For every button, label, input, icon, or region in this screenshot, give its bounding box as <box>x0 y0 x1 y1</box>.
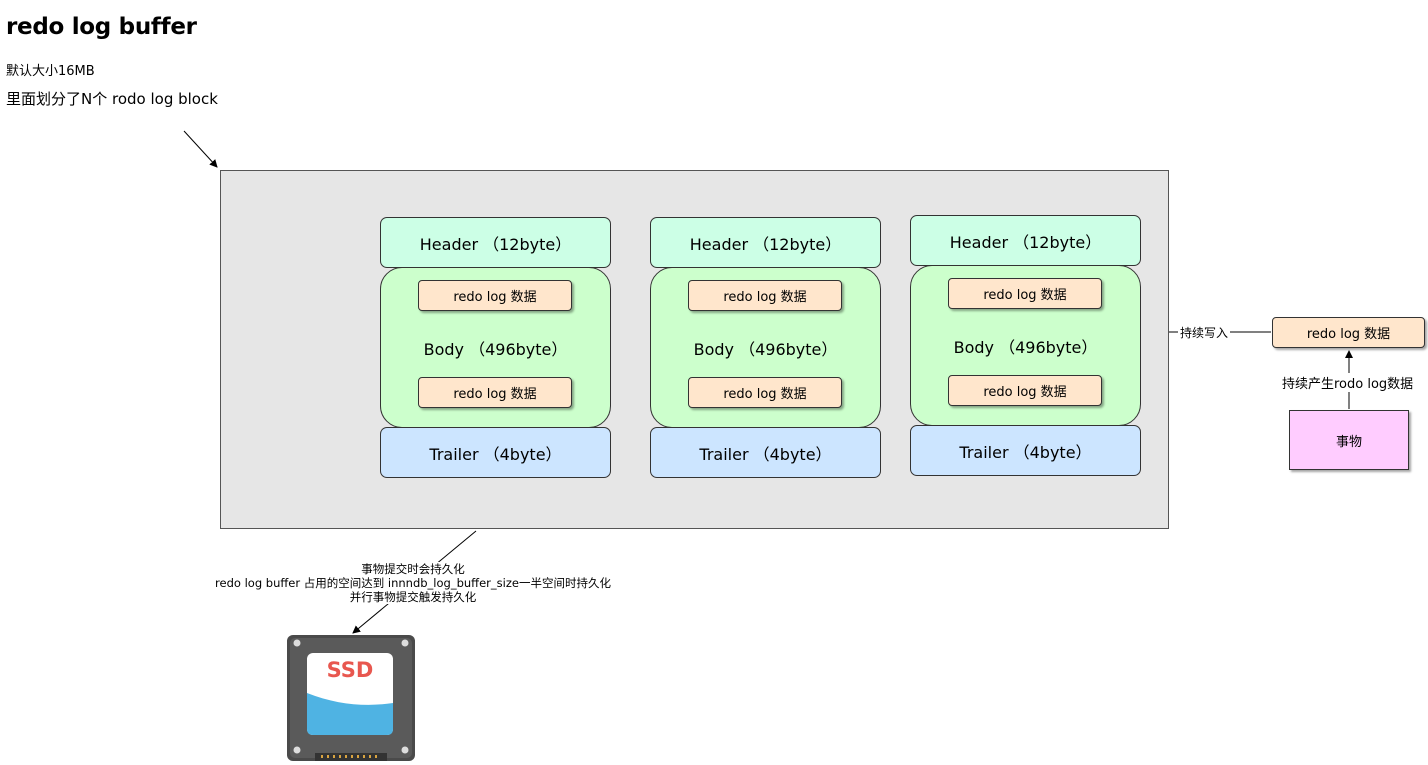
block-1-record-2: redo log 数据 <box>418 377 572 408</box>
block-3-record-1: redo log 数据 <box>948 278 1102 309</box>
record-label: redo log 数据 <box>453 290 537 305</box>
transaction-label: 事物 <box>1335 434 1362 450</box>
persist-note-2: redo log buffer 占用的空间达到 innndb_log_buffe… <box>215 576 611 590</box>
block-2-header: Header （12byte） <box>650 217 881 268</box>
block-3-trailer-label: Trailer （4byte） <box>959 442 1092 462</box>
persist-note-3: 并行事物提交触发持久化 <box>349 590 477 604</box>
block-3-body-label: Body （496byte） <box>953 337 1098 357</box>
persist-note-1: 事物提交时会持久化 <box>361 562 465 576</box>
block-1-header-label: Header （12byte） <box>419 234 572 254</box>
block-3-header: Header （12byte） <box>910 215 1141 266</box>
block-2-trailer: Trailer （4byte） <box>650 427 881 478</box>
record-label: redo log 数据 <box>983 385 1067 400</box>
block-2-record-2: redo log 数据 <box>688 377 842 408</box>
diagram-title: redo log buffer <box>6 14 197 40</box>
transaction-box: 事物 <box>1289 410 1409 470</box>
title-to-buffer-arrow <box>183 130 218 168</box>
record-label: redo log 数据 <box>1306 327 1391 342</box>
block-division-note: 里面划分了N个 rodo log block <box>6 90 218 108</box>
write-label: 持续写入 <box>1178 324 1231 341</box>
block-2-record-1: redo log 数据 <box>688 280 842 311</box>
block-2-body-label: Body （496byte） <box>693 339 838 359</box>
block-2-header-label: Header （12byte） <box>689 234 842 254</box>
incoming-redo-record: redo log 数据 <box>1272 317 1425 348</box>
ssd-label: SSD <box>327 658 374 682</box>
block-1-body-label: Body （496byte） <box>423 339 568 359</box>
record-label: redo log 数据 <box>723 387 807 402</box>
block-3-header-label: Header （12byte） <box>949 232 1102 252</box>
record-label: redo log 数据 <box>983 288 1067 303</box>
block-2-trailer-label: Trailer （4byte） <box>699 444 832 464</box>
persist-notes: 事物提交时会持久化 redo log buffer 占用的空间达到 innndb… <box>200 562 626 604</box>
produce-label: 持续产生rodo log数据 <box>1282 373 1414 392</box>
block-1-header: Header （12byte） <box>380 217 611 268</box>
block-3-trailer: Trailer （4byte） <box>910 425 1141 476</box>
block-1-trailer-label: Trailer （4byte） <box>429 444 562 464</box>
block-1-trailer: Trailer （4byte） <box>380 427 611 478</box>
record-label: redo log 数据 <box>453 387 537 402</box>
block-3-record-2: redo log 数据 <box>948 375 1102 406</box>
block-1-record-1: redo log 数据 <box>418 280 572 311</box>
ssd-icon: SSD <box>287 635 415 761</box>
default-size-note: 默认大小16MB <box>6 64 95 79</box>
record-label: redo log 数据 <box>723 290 807 305</box>
